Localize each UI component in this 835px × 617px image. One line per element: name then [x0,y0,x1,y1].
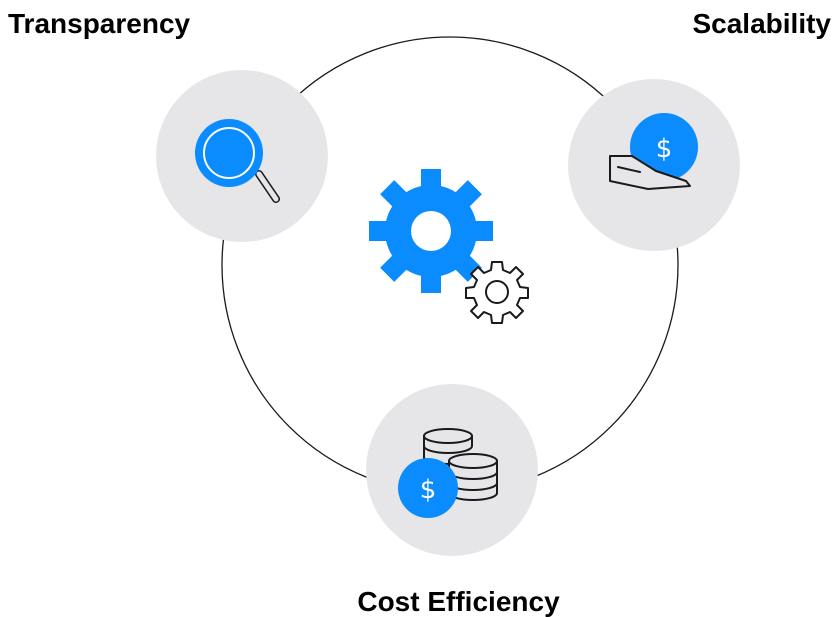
gears-icon [369,169,529,324]
label-scalability: Scalability [692,8,831,39]
svg-text:$: $ [420,475,437,505]
node-cost-efficiency: $ [366,384,538,556]
label-cost-efficiency-text: Cost Efficiency [357,586,560,617]
svg-text:$: $ [656,134,673,164]
node-transparency [156,70,328,242]
magnifier-icon [195,119,280,203]
node-scalability: $ [568,79,740,251]
small-gear [465,261,529,324]
label-transparency: Transparency [8,8,191,39]
hand-coin-icon: $ [609,113,698,190]
large-gear [369,169,493,293]
dollar-coin-icon: $ [398,458,458,518]
label-cost-efficiency: Cost Efficiency [41,588,835,616]
